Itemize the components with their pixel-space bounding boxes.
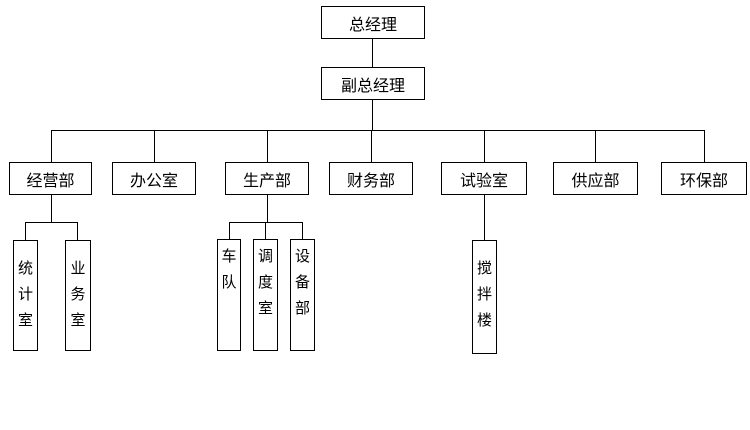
node-sub-shebei: 设备部 [290, 239, 315, 351]
vertical-char: 楼 [476, 311, 492, 329]
connector-jingying-bus [25, 222, 78, 224]
node-sub-yewu: 业务室 [65, 240, 91, 351]
vertical-char: 统 [17, 259, 33, 277]
node-dept-2: 办公室 [112, 162, 196, 195]
connector-shengchan-down [267, 195, 269, 223]
vertical-char: 务 [70, 285, 86, 303]
connector-department-bus [51, 130, 705, 132]
connector-dept-5 [484, 130, 486, 162]
connector-top-deputy [372, 38, 374, 67]
vertical-char: 拌 [476, 285, 492, 303]
vertical-char: 车 [221, 247, 237, 265]
node-sub-tongji: 统计室 [13, 240, 38, 351]
vertical-char: 度 [257, 273, 273, 291]
vertical-char: 搅 [476, 259, 492, 277]
vertical-char: 计 [17, 285, 33, 303]
node-deputy-general-manager: 副总经理 [321, 67, 425, 100]
node-sub-chedui: 车队 [217, 239, 241, 351]
vertical-char: 备 [294, 273, 310, 291]
connector-dept-6 [595, 130, 597, 162]
node-dept-1: 经营部 [9, 162, 92, 195]
connector-jingying-down [51, 195, 53, 223]
vertical-char: 室 [257, 299, 273, 317]
vertical-char: 部 [294, 299, 310, 317]
vertical-char: 队 [221, 273, 237, 291]
node-dept-5: 试验室 [441, 162, 527, 195]
connector-deputy-bus [372, 100, 374, 131]
vertical-char: 室 [70, 311, 86, 329]
connector-dept-1 [51, 130, 53, 162]
vertical-char: 业 [70, 259, 86, 277]
node-dept-6: 供应部 [553, 162, 638, 195]
connector-shengchan-sub-2 [265, 222, 267, 239]
node-sub-diaodu: 调度室 [253, 239, 278, 351]
connector-dept-2 [154, 130, 156, 162]
vertical-char: 设 [294, 247, 310, 265]
connector-dept-7 [704, 130, 706, 162]
connector-dept-3 [267, 130, 269, 162]
connector-shengchan-sub-3 [302, 222, 304, 239]
connector-jingying-sub-1 [25, 222, 27, 240]
vertical-char: 调 [257, 247, 273, 265]
node-general-manager: 总经理 [321, 6, 425, 39]
connector-dept-4 [371, 130, 373, 162]
node-dept-4: 财务部 [329, 162, 413, 195]
node-dept-3: 生产部 [225, 162, 309, 195]
node-sub-jiaoban: 搅拌楼 [472, 240, 497, 354]
connector-shengchan-sub-1 [229, 222, 231, 239]
node-dept-7: 环保部 [661, 162, 747, 195]
connector-jingying-sub-2 [77, 222, 79, 240]
vertical-char: 室 [17, 311, 33, 329]
connector-shiyan-down [484, 195, 486, 240]
